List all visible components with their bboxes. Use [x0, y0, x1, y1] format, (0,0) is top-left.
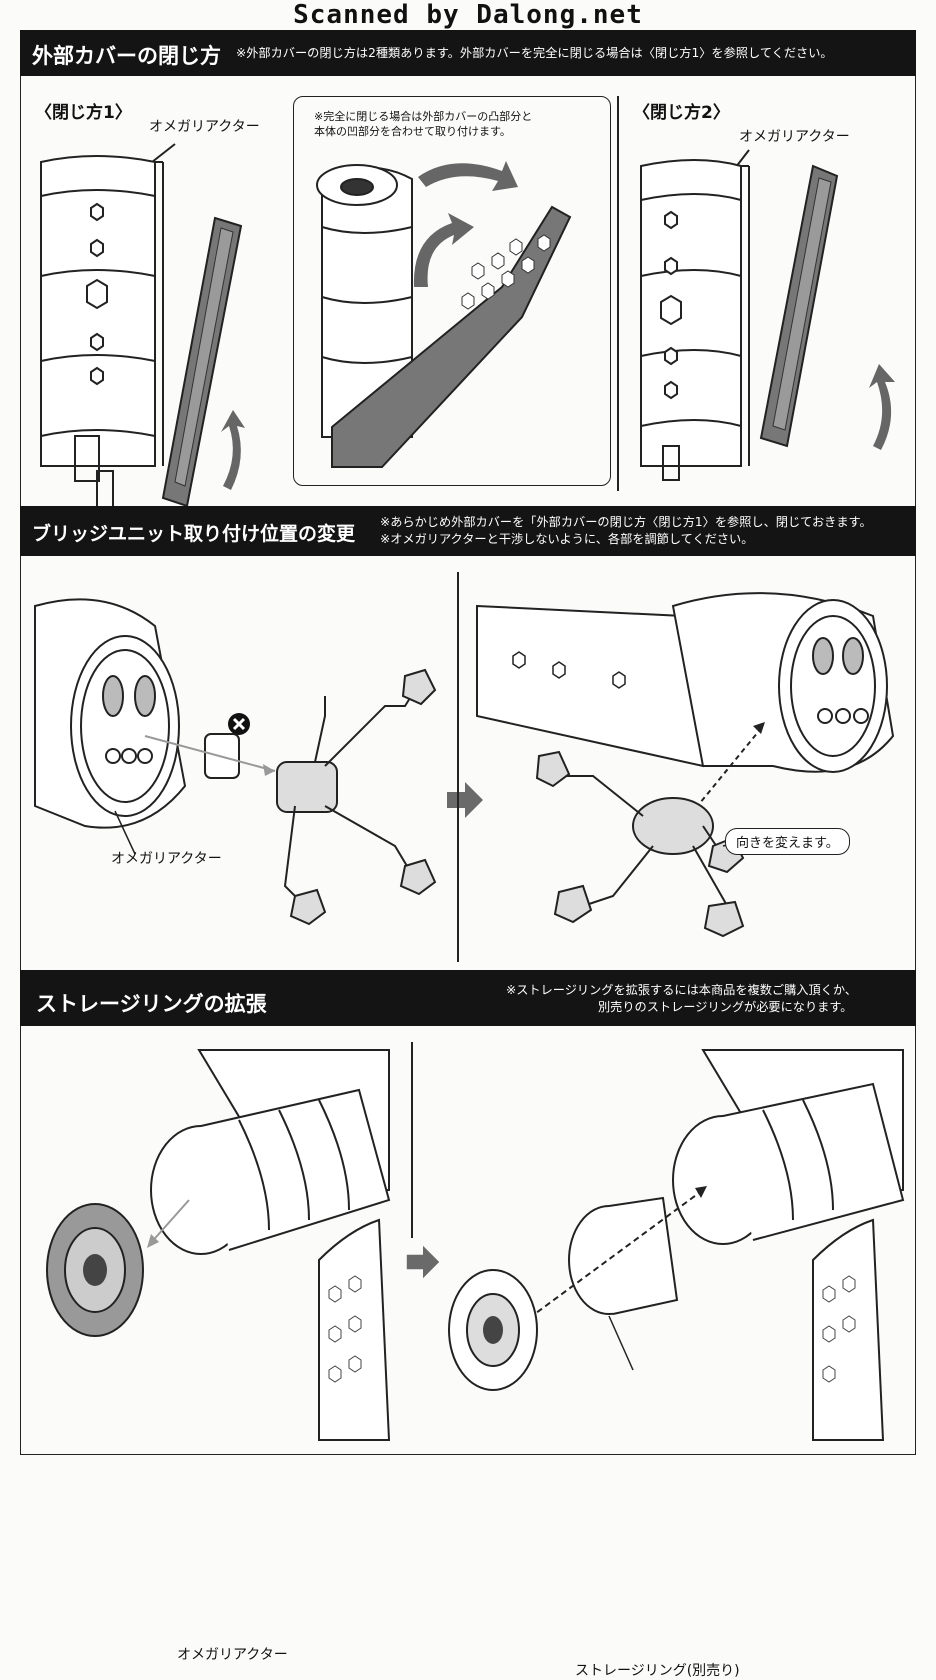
storage-right-part-label: ストレージリング(別売り) — [575, 1663, 740, 1679]
curved-arrow-icon — [413, 213, 474, 287]
method2-illustration — [640, 149, 895, 481]
section-title: ストレージリングの拡張 — [36, 992, 267, 1016]
storage-left-part-label: オメガリアクター — [177, 1647, 288, 1663]
method2-heading: 〈閉じ方2〉 — [633, 103, 730, 123]
section-header-bridge-unit: ブリッジユニット取り付け位置の変更 ※あらかじめ外部カバーを「外部カバーの閉じ方… — [20, 506, 916, 556]
section-note-line1: ※あらかじめ外部カバーを「外部カバーの閉じ方〈閉じ方1〉を参照し、閉じておきます… — [380, 515, 872, 529]
bridge-part-label: オメガリアクター — [111, 851, 222, 867]
rotate-callout: 向きを変えます。 — [725, 828, 850, 855]
method-divider — [617, 96, 619, 491]
bridge-right-illustration — [476, 592, 895, 938]
bridge-divider — [457, 572, 459, 962]
storage-ring-panel: オメガリアクター ストレージリング(別売り) — [20, 1026, 916, 1679]
remove-x-icon — [228, 713, 250, 735]
section-header-cover-closing: 外部カバーの閉じ方 ※外部カバーの閉じ方は2種類あります。外部カバーを完全に閉じ… — [20, 30, 916, 76]
cover-closing-panel: 〈閉じ方1〉 オメガリアクター ※完全に閉じる場合は外部カバーの凸部分と 本体の… — [20, 76, 916, 517]
storage-right-illustration — [448, 1049, 905, 1441]
method1-illustration — [40, 143, 245, 517]
section-header-storage-ring: ストレージリングの拡張 ※ストレージリングを拡張するには本商品を複数ご購入頂くか… — [20, 970, 916, 1026]
section-title: ブリッジユニット取り付け位置の変更 — [32, 523, 356, 545]
curved-arrow-icon — [221, 410, 245, 490]
section-title: 外部カバーの閉じ方 — [32, 44, 221, 68]
step-arrow-icon — [406, 1245, 440, 1279]
detail-note-line1: ※完全に閉じる場合は外部カバーの凸部分と — [314, 110, 533, 123]
cover-detail-box: ※完全に閉じる場合は外部カバーの凸部分と 本体の凹部分を合わせて取り付けます。 — [293, 96, 611, 486]
section-note: ※外部カバーの閉じ方は2種類あります。外部カバーを完全に閉じる場合は〈閉じ方1〉… — [236, 46, 833, 60]
watermark-text: Scanned by Dalong.net — [293, 0, 643, 30]
section-note-line1: ※ストレージリングを拡張するには本商品を複数ご購入頂くか、 — [506, 983, 857, 997]
storage-divider — [411, 1042, 413, 1238]
step-arrow-icon — [447, 782, 483, 818]
bridge-unit-panel: オメガリアクター — [20, 556, 916, 971]
section-note-line2: 別売りのストレージリングが必要になります。 — [598, 1000, 853, 1014]
method2-part-label: オメガリアクター — [739, 129, 850, 145]
curved-arrow-icon — [869, 364, 895, 450]
detail-note-line2: 本体の凹部分を合わせて取り付けます。 — [314, 125, 511, 138]
method1-part-label: オメガリアクター — [149, 119, 260, 135]
method1-heading: 〈閉じ方1〉 — [35, 103, 132, 123]
bridge-left-illustration — [34, 598, 437, 926]
cover-detail-illustration — [316, 161, 572, 468]
storage-left-illustration — [46, 1049, 391, 1441]
section-note-line2: ※オメガリアクターと干渉しないように、各部を調節してください。 — [380, 532, 754, 546]
curved-arrow-icon — [418, 161, 518, 191]
